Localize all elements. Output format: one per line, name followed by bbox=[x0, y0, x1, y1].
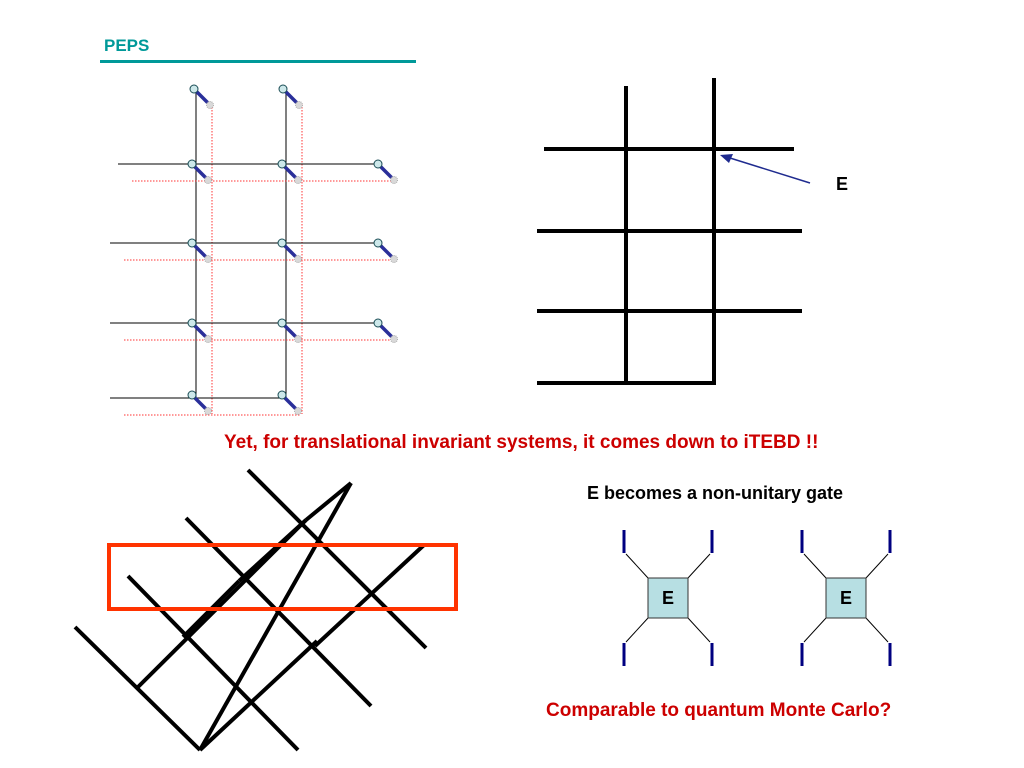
conjugate-node bbox=[390, 255, 398, 263]
physical-bond bbox=[282, 243, 298, 259]
physical-bond bbox=[283, 89, 299, 105]
conjugate-node bbox=[295, 101, 303, 109]
contracted-grid bbox=[537, 78, 802, 385]
physical-bond bbox=[282, 164, 298, 180]
physical-bond bbox=[282, 395, 298, 411]
diagonal-line bbox=[237, 518, 308, 583]
slide-title: PEPS bbox=[104, 36, 150, 55]
gate-label: E bbox=[661, 588, 674, 608]
conjugate-node bbox=[294, 335, 302, 343]
gate-e-2 bbox=[800, 530, 892, 666]
tensor-node bbox=[373, 318, 383, 328]
diagonal-lattice bbox=[73, 468, 428, 752]
conjugate-node bbox=[206, 101, 214, 109]
physical-bond bbox=[282, 323, 298, 339]
tensor-node bbox=[277, 318, 287, 328]
physical-bond bbox=[378, 323, 394, 339]
gate-leg bbox=[865, 553, 889, 579]
title-underline bbox=[100, 60, 416, 63]
gate-label: E bbox=[839, 588, 852, 608]
tensor-node bbox=[278, 84, 288, 94]
edge-pointer-arrow bbox=[720, 154, 811, 184]
tensor-node bbox=[373, 159, 383, 169]
tensor-node bbox=[277, 390, 287, 400]
tensor-node bbox=[187, 159, 197, 169]
physical-bond bbox=[194, 89, 210, 105]
physical-bond bbox=[192, 323, 208, 339]
peps-lattice bbox=[110, 84, 398, 416]
gate-leg bbox=[687, 553, 711, 579]
caption-itebd: Yet, for translational invariant systems… bbox=[224, 432, 819, 453]
conjugate-node bbox=[204, 407, 212, 415]
tensor-node bbox=[277, 238, 287, 248]
gate-leg bbox=[625, 553, 649, 579]
diagonal-line bbox=[246, 468, 428, 650]
conjugate-node bbox=[204, 255, 212, 263]
gate-e-1 bbox=[622, 530, 714, 666]
diagonal-line bbox=[304, 481, 353, 522]
highlight-box bbox=[107, 543, 458, 611]
tensor-node bbox=[187, 390, 197, 400]
diagonal-line bbox=[198, 482, 353, 751]
tensor-node bbox=[373, 238, 383, 248]
conjugate-node bbox=[204, 335, 212, 343]
edge-label: E bbox=[836, 174, 849, 194]
caption-monte-carlo: Comparable to quantum Monte Carlo? bbox=[546, 700, 892, 721]
conjugate-node bbox=[390, 176, 398, 184]
conjugate-node bbox=[294, 407, 302, 415]
conjugate-node bbox=[390, 335, 398, 343]
tensor-node bbox=[187, 238, 197, 248]
diagonal-line bbox=[198, 639, 319, 752]
tensor-node bbox=[187, 318, 197, 328]
tensor-node bbox=[189, 84, 199, 94]
diagonal-line bbox=[126, 574, 300, 752]
physical-bond bbox=[192, 395, 208, 411]
gate-leg bbox=[625, 617, 649, 643]
conjugate-node bbox=[294, 176, 302, 184]
caption-non-unitary-gate: E becomes a non-unitary gate bbox=[587, 483, 844, 503]
gate-leg bbox=[865, 617, 889, 643]
gate-leg bbox=[803, 617, 827, 643]
gate-leg bbox=[803, 553, 827, 579]
gate-leg bbox=[687, 617, 711, 643]
diagonal-line bbox=[313, 543, 426, 648]
physical-bond bbox=[192, 243, 208, 259]
gate-box bbox=[825, 577, 867, 619]
conjugate-node bbox=[204, 176, 212, 184]
conjugate-node bbox=[294, 255, 302, 263]
tensor-node bbox=[277, 159, 287, 169]
physical-bond bbox=[192, 164, 208, 180]
physical-bond bbox=[378, 164, 394, 180]
physical-bond bbox=[378, 243, 394, 259]
gate-box bbox=[647, 577, 689, 619]
